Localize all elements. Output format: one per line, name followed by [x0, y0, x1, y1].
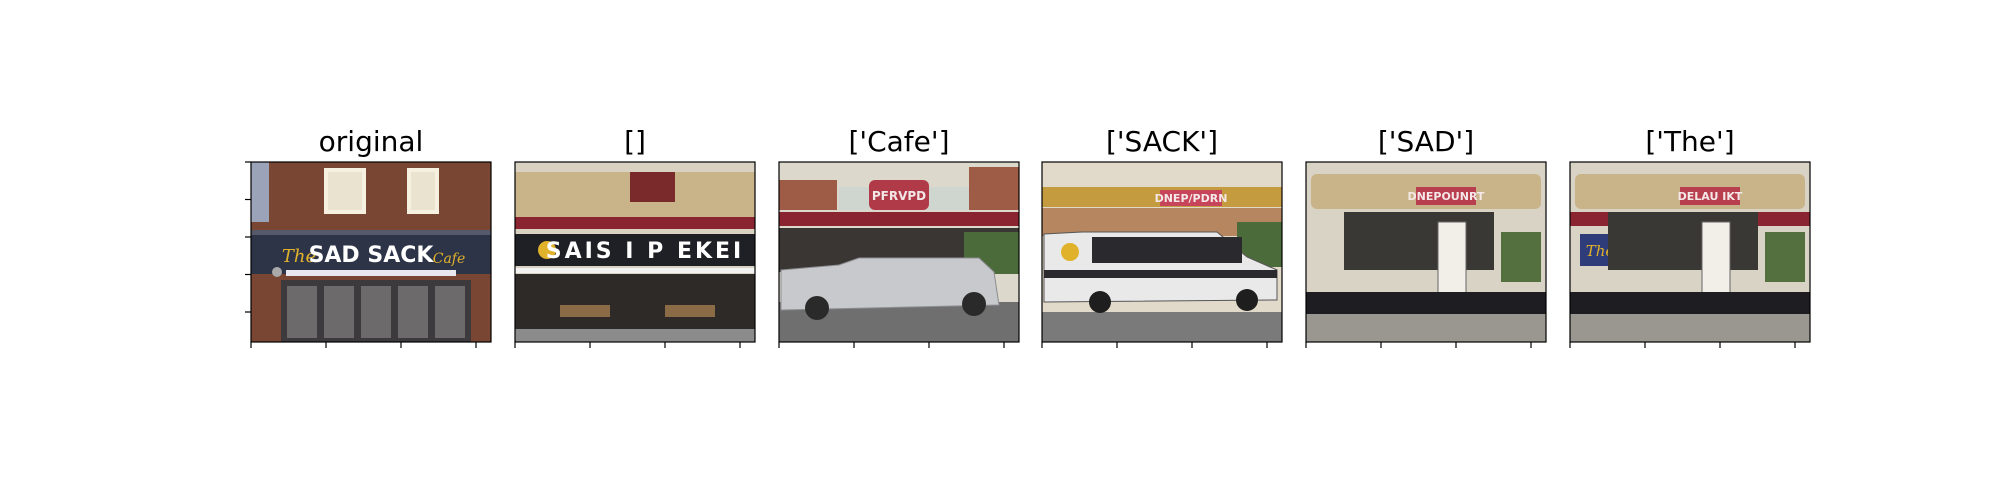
shop-window [1608, 212, 1758, 270]
light-bar [515, 268, 755, 273]
panel-title: ['SACK'] [1106, 125, 1218, 158]
panel-title: ['Cafe'] [848, 125, 949, 158]
bench [560, 305, 610, 317]
sky-strip [251, 162, 269, 222]
sign-main-text: PFRVPD [872, 189, 926, 203]
panel-image: DELAU IKT The [1570, 162, 1810, 342]
vent-grille [630, 172, 675, 202]
van-stripe [1044, 270, 1277, 278]
sign-board [1416, 187, 1476, 205]
sign-main-text: DNEP/PDRN [1155, 192, 1228, 205]
sign-main-text: DNEPOUNRT [1408, 190, 1485, 203]
panel-title: [] [624, 125, 646, 158]
wheel [962, 292, 986, 316]
panel: [] SAIS I P EKEI [514, 125, 756, 348]
axes-frame [1305, 161, 1547, 343]
window-pane [398, 286, 428, 338]
van-logo [1061, 243, 1079, 261]
window-pane [435, 286, 465, 338]
sidewalk [515, 329, 755, 342]
awning-band [515, 217, 755, 229]
wheel [1089, 291, 1111, 313]
awning-band [779, 212, 1019, 226]
upper-window [324, 168, 366, 214]
sign-board [251, 234, 491, 274]
axes-frame [1041, 161, 1283, 343]
upper-window [407, 168, 439, 214]
shop-window [1344, 212, 1494, 270]
panel-title: ['SAD'] [1378, 125, 1474, 158]
shop-window [515, 274, 755, 329]
sign-script-left: The [282, 246, 316, 267]
base-band [1306, 292, 1546, 314]
sidewalk [1570, 314, 1810, 342]
brick-section [779, 180, 837, 210]
window-pane [361, 286, 391, 338]
axes-frame [1569, 161, 1811, 343]
wheel [805, 296, 829, 320]
panel-image: SAIS I P EKEI [515, 162, 755, 342]
panel-title: original [319, 125, 424, 158]
light-bar [286, 270, 456, 276]
sign-lamp [272, 267, 282, 277]
sign-cornice [251, 230, 491, 235]
brick-section [969, 167, 1019, 210]
sign-main-text: SAD SACK [309, 243, 435, 268]
panel: ['The'] DELAU IKT The [1569, 125, 1811, 348]
sign-board [869, 180, 929, 210]
window-pane [287, 286, 317, 338]
axes-frame [778, 161, 1020, 343]
window-pane [324, 286, 354, 338]
panel: ['SAD'] DNEPOUNRT [1305, 125, 1547, 348]
panel-image: DNEP/PDRN [1042, 162, 1282, 342]
sign-script-right: Cafe [433, 251, 466, 267]
sidewalk [1306, 314, 1546, 342]
wheel [1236, 289, 1258, 311]
sign-main-text: DELAU IKT [1678, 190, 1743, 203]
panel-title: ['The'] [1645, 125, 1734, 158]
plant [1765, 232, 1805, 282]
bench [665, 305, 715, 317]
door [1437, 221, 1467, 295]
axes-frame [250, 161, 492, 343]
panel-image: DNEPOUNRT [1306, 162, 1546, 342]
plant [1501, 232, 1541, 282]
sign-board [1680, 187, 1740, 205]
door [1701, 221, 1731, 295]
sign-main-text: SAIS I P EKEI [546, 239, 744, 264]
sign-logo [538, 241, 556, 259]
panel-image: PFRVPD [779, 162, 1019, 342]
axes-frame [514, 161, 756, 343]
road [1042, 312, 1282, 342]
sign-script-left: The [1586, 242, 1615, 260]
sign-board [1160, 190, 1222, 206]
van-windows [1092, 237, 1242, 263]
panel: ['SACK'] DNEP/PDRN [1041, 125, 1283, 348]
panel: ['Cafe'] PFRVPD [778, 125, 1020, 348]
base-band [1570, 292, 1810, 314]
